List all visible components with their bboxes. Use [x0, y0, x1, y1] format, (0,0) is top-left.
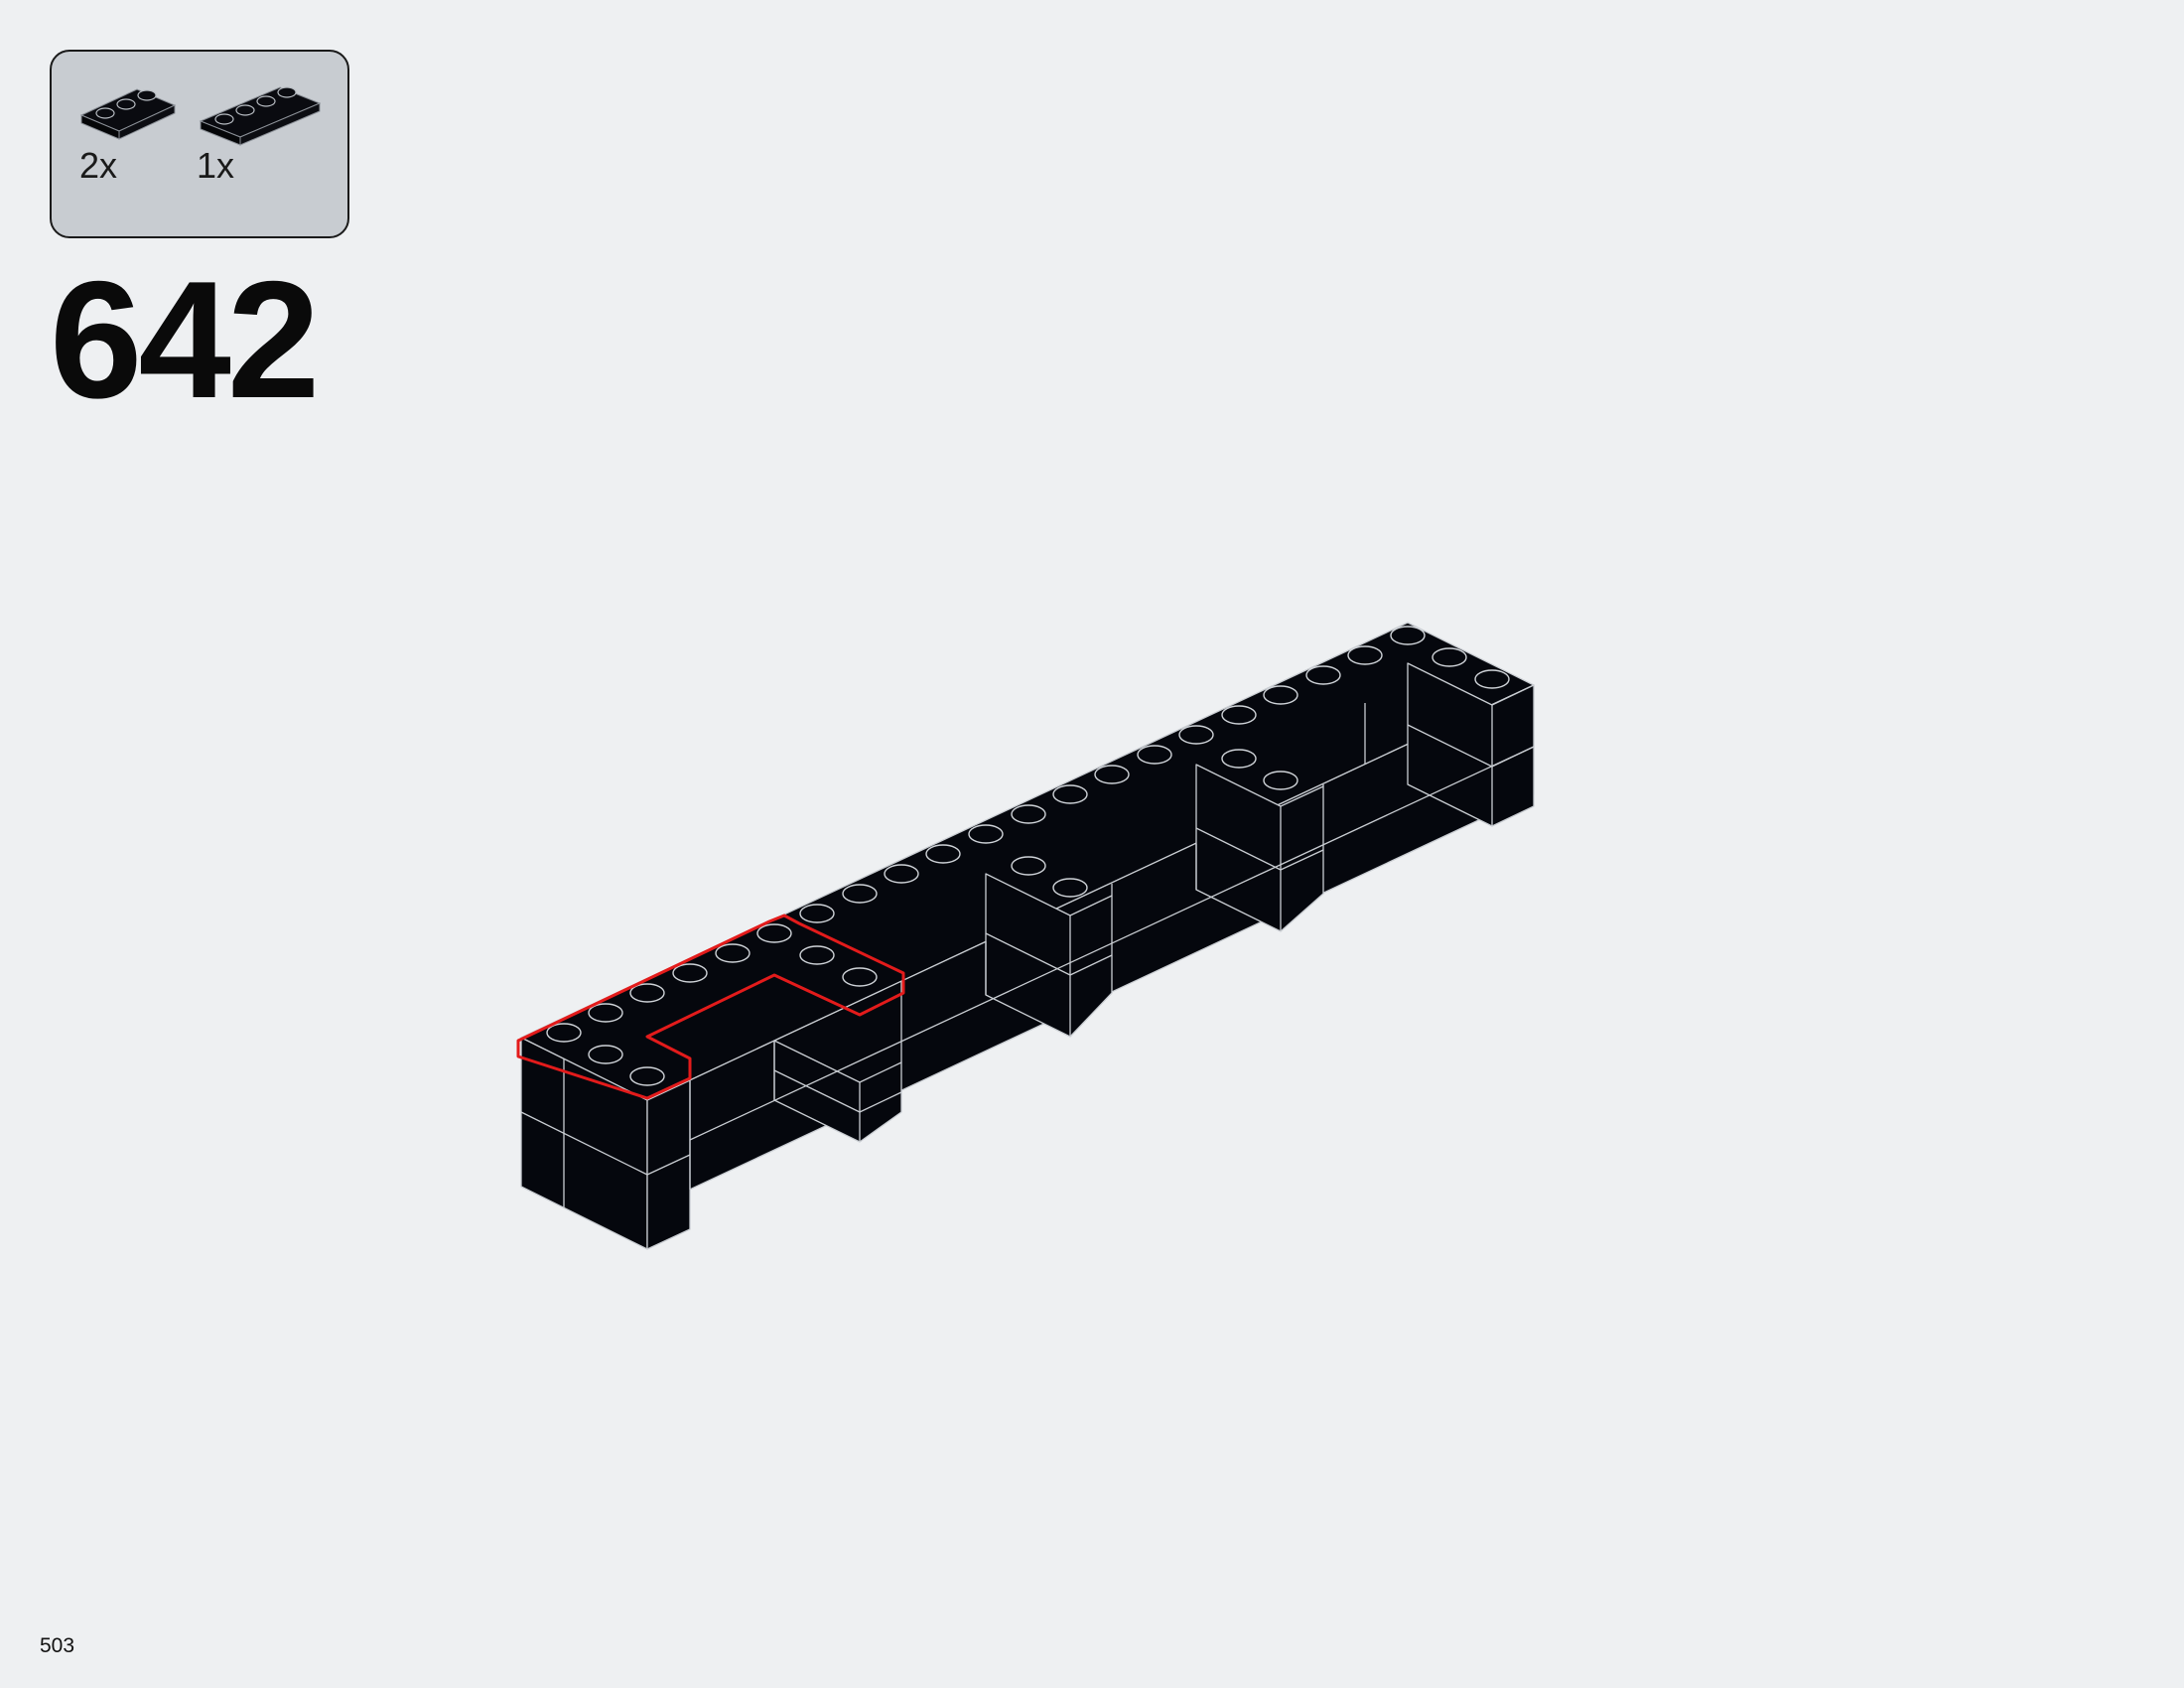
plate-1x3-black-icon: [79, 88, 177, 140]
part-quantity: 1x: [197, 145, 235, 186]
page-number: 503: [40, 1634, 75, 1657]
part-item-1: 2x: [79, 85, 179, 186]
plate-1x4-black-icon: [199, 86, 322, 146]
step-number: 642: [50, 246, 320, 433]
parts-callout: 2x 1x: [50, 50, 349, 238]
part-quantity: 2x: [79, 145, 118, 186]
part-item-2: 1x: [197, 85, 324, 186]
